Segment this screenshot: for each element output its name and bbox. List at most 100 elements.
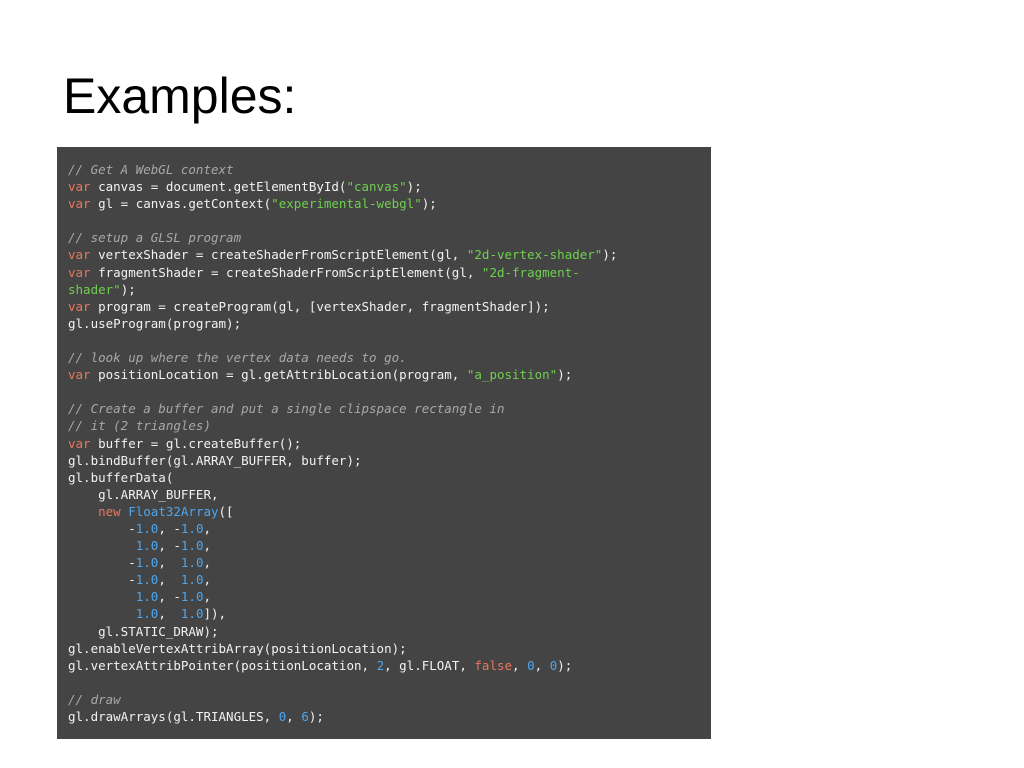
- code-token-plain: ,: [203, 589, 211, 605]
- code-token-number: 1.0: [180, 606, 204, 622]
- code-token-string: "canvas": [346, 179, 407, 195]
- code-token-plain: [68, 589, 136, 604]
- code-token-keyword: var: [68, 435, 91, 451]
- code-line: var buffer = gl.createBuffer();: [68, 435, 711, 452]
- code-line: // draw: [68, 691, 711, 708]
- code-line: [68, 383, 711, 400]
- code-token-number: 6: [301, 709, 309, 724]
- code-token-plain: gl.vertexAttribPointer(positionLocation,: [68, 657, 377, 673]
- code-token-plain: positionLocation = gl.getAttribLocation(…: [90, 367, 467, 383]
- code-token-comment: // setup a GLSL program: [68, 230, 242, 246]
- code-token-plain: );: [557, 657, 573, 673]
- code-line: // Get A WebGL context: [68, 161, 711, 178]
- code-token-comment: // Get A WebGL context: [68, 162, 234, 177]
- code-token-number: 1.0: [180, 572, 204, 588]
- code-token-plain: -: [68, 572, 136, 588]
- code-token-plain: , -: [158, 520, 181, 536]
- code-token-plain: gl.useProgram(program);: [68, 315, 242, 331]
- code-line: -1.0, 1.0,: [68, 571, 711, 588]
- code-token-keyword: new: [98, 503, 121, 519]
- code-line: gl.ARRAY_BUFFER,: [68, 486, 711, 503]
- code-line: var canvas = document.getElementById("ca…: [68, 178, 711, 195]
- code-line: // Create a buffer and put a single clip…: [68, 400, 711, 417]
- code-token-number: 1.0: [135, 520, 159, 536]
- code-token-plain: );: [120, 281, 136, 297]
- code-token-number: 1.0: [135, 589, 159, 605]
- code-token-number: 1.0: [180, 555, 204, 571]
- code-token-builtin: Float32Array: [128, 503, 219, 519]
- code-token-plain: fragmentShader = createShaderFromScriptE…: [90, 264, 482, 280]
- code-line: // look up where the vertex data needs t…: [68, 349, 711, 366]
- code-token-keyword: var: [68, 367, 91, 383]
- code-line: new Float32Array([: [68, 503, 711, 520]
- code-token-plain: ,: [512, 657, 528, 673]
- code-token-plain: );: [308, 709, 324, 724]
- code-line: shader");: [68, 281, 711, 298]
- code-token-keyword: false: [474, 657, 513, 673]
- code-token-plain: ,: [158, 606, 181, 622]
- code-line: gl.enableVertexAttribArray(positionLocat…: [68, 640, 711, 657]
- code-token-number: 2: [376, 657, 385, 673]
- code-token-plain: program = createProgram(gl, [vertexShade…: [90, 298, 550, 314]
- code-token-plain: gl.enableVertexAttribArray(positionLocat…: [68, 640, 407, 656]
- code-token-plain: -: [68, 520, 136, 536]
- code-token-plain: gl.bindBuffer(gl.ARRAY_BUFFER, buffer);: [68, 452, 362, 468]
- code-token-number: 1.0: [180, 589, 204, 605]
- code-token-plain: gl.STATIC_DRAW);: [68, 623, 219, 639]
- code-token-string: "2d-vertex-shader": [466, 247, 603, 263]
- code-line: var program = createProgram(gl, [vertexS…: [68, 298, 711, 315]
- code-token-number: 0: [549, 657, 558, 673]
- code-token-string: "a_position": [466, 367, 558, 383]
- code-line: 1.0, -1.0,: [68, 537, 711, 554]
- code-token-plain: [68, 504, 98, 519]
- code-line: gl.bindBuffer(gl.ARRAY_BUFFER, buffer);: [68, 452, 711, 469]
- code-line: var vertexShader = createShaderFromScrip…: [68, 246, 711, 263]
- code-token-comment: // Create a buffer and put a single clip…: [68, 401, 505, 417]
- code-line: // setup a GLSL program: [68, 229, 711, 246]
- code-token-plain: gl.drawArrays(gl.TRIANGLES,: [68, 709, 279, 724]
- code-token-string: "2d-fragment-: [481, 264, 580, 280]
- code-token-keyword: var: [68, 179, 91, 195]
- code-token-plain: );: [602, 247, 618, 263]
- code-token-plain: gl = canvas.getContext(: [90, 196, 272, 212]
- code-token-comment: // it (2 triangles): [68, 418, 211, 434]
- code-line: 1.0, 1.0]),: [68, 605, 711, 622]
- code-token-plain: gl.ARRAY_BUFFER,: [68, 486, 219, 502]
- code-token-plain: ,: [203, 520, 211, 536]
- code-token-plain: );: [406, 179, 422, 195]
- code-token-number: 1.0: [135, 538, 159, 554]
- code-token-string: "experimental-webgl": [271, 196, 422, 212]
- code-token-plain: ,: [534, 657, 550, 673]
- code-token-plain: ]),: [203, 606, 227, 622]
- code-line: gl.bufferData(: [68, 469, 711, 486]
- code-token-plain: );: [557, 367, 573, 383]
- code-token-number: 1.0: [180, 520, 204, 536]
- slide-title: Examples:: [63, 68, 297, 124]
- code-token-number: 0: [278, 709, 287, 724]
- code-token-plain: -: [68, 555, 136, 571]
- code-line: var gl = canvas.getContext("experimental…: [68, 195, 711, 212]
- code-token-plain: ,: [286, 709, 302, 724]
- code-line: gl.useProgram(program);: [68, 315, 711, 332]
- code-line: 1.0, -1.0,: [68, 588, 711, 605]
- code-token-comment: // look up where the vertex data needs t…: [68, 350, 407, 366]
- code-token-plain: canvas = document.getElementById(: [90, 179, 347, 195]
- code-line: -1.0, 1.0,: [68, 554, 711, 571]
- code-token-plain: ,: [203, 538, 211, 554]
- code-token-plain: ,: [203, 555, 211, 571]
- code-token-plain: );: [421, 196, 437, 212]
- code-line: gl.STATIC_DRAW);: [68, 623, 711, 640]
- code-token-plain: , gl.FLOAT,: [384, 657, 475, 673]
- code-token-comment: // draw: [68, 691, 121, 707]
- code-token-number: 1.0: [180, 538, 204, 554]
- code-line: // it (2 triangles): [68, 417, 711, 434]
- code-line: [68, 332, 711, 349]
- code-token-plain: ,: [158, 555, 181, 571]
- code-token-plain: gl.bufferData(: [68, 469, 174, 485]
- code-token-plain: , -: [158, 538, 181, 554]
- code-token-plain: [68, 606, 136, 621]
- code-line: [68, 674, 711, 691]
- code-line: var positionLocation = gl.getAttribLocat…: [68, 366, 711, 383]
- code-token-plain: ,: [203, 572, 211, 588]
